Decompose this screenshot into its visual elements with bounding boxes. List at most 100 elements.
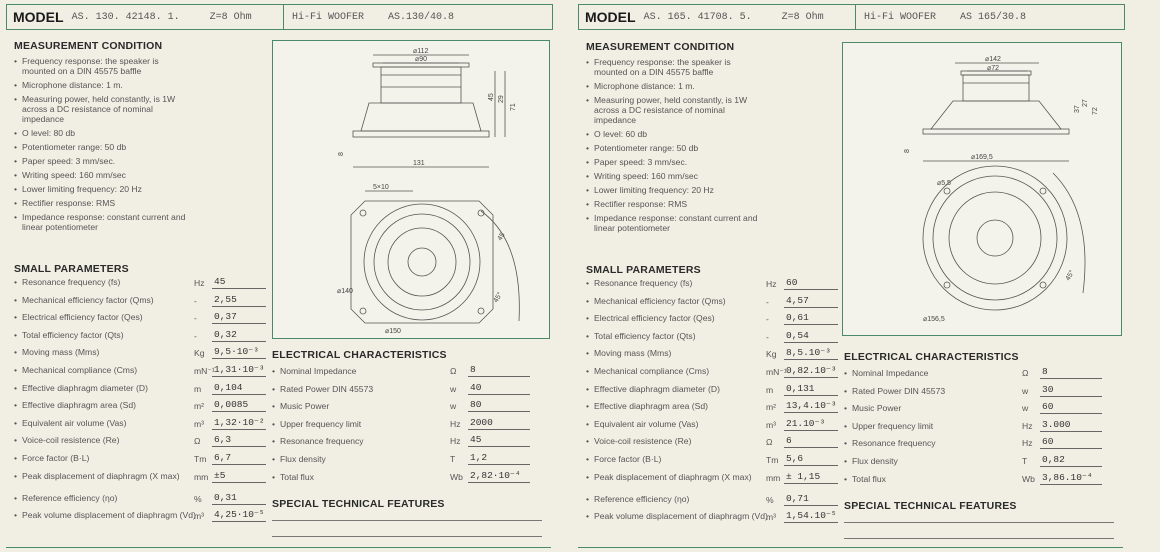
param-value: 4,25·10⁻⁵ (212, 509, 266, 523)
elec-value: 3.000 (1040, 419, 1102, 432)
model-type: Hi-Fi WOOFER AS.130/40.8 (292, 11, 455, 23)
measurement-item: O level: 80 db (14, 128, 194, 138)
elec-value: 45 (468, 434, 530, 448)
model-type: Hi-Fi WOOFER AS 165/30.8 (864, 11, 1027, 23)
param-label: Moving mass (Mms) (14, 348, 202, 358)
param-value: 21.10⁻³ (784, 418, 838, 431)
elec-value: 8 (468, 364, 530, 377)
param-unit: Hz (766, 279, 777, 289)
elec-label: Resonance frequency (272, 436, 455, 446)
param-row: Total efficiency factor (Qts)-0,32 (14, 329, 274, 347)
dimension-label: 8 (338, 152, 345, 156)
param-value: 0,71 (784, 493, 838, 506)
elec-value: 2,82·10⁻⁴ (468, 470, 530, 483)
param-label: Effective diaphragm diameter (D) (586, 384, 774, 394)
elec-list: Nominal ImpedanceΩ8Rated Power DIN 45573… (272, 364, 542, 487)
param-unit: mN⁻¹ (766, 366, 787, 377)
small-params-title: SMALL PARAMETERS (14, 263, 129, 275)
elec-label: Nominal Impedance (844, 368, 1027, 378)
spec-sheet-left: MODEL AS. 130. 42148. 1. Z=8 Ohm Hi-Fi W… (6, 0, 556, 551)
elec-value: 2000 (468, 417, 530, 430)
param-unit: Kg (766, 349, 777, 360)
dimension-label: ⌀150 (385, 328, 401, 335)
param-label: Electrical efficiency factor (Qes) (14, 313, 202, 323)
header-divider (282, 5, 284, 29)
model-label: MODEL (585, 9, 636, 25)
measurement-item: Microphone distance: 1 m. (586, 81, 766, 91)
elec-list: Nominal ImpedanceΩ8Rated Power DIN 45573… (844, 366, 1114, 489)
param-value: 0,61 (784, 312, 838, 326)
param-row: Peak displacement of diaphragm (X max)mm… (14, 470, 274, 492)
dimension-label: 71 (510, 103, 517, 111)
basket (930, 100, 1062, 130)
elec-title: ELECTRICAL CHARACTERISTICS (844, 351, 1019, 363)
measurement-item: Writing speed: 160 mm/sec (14, 170, 194, 180)
param-unit: m² (766, 402, 777, 413)
param-row: Mechanical compliance (Cms)mN⁻¹0,82.10⁻³ (586, 365, 846, 383)
elec-value: 3,86.10⁻⁴ (1040, 472, 1102, 485)
elec-label: Nominal Impedance (272, 366, 455, 376)
param-value: 6,3 (212, 434, 266, 448)
elec-label: Flux density (272, 454, 455, 464)
elec-label: Music Power (844, 403, 1027, 413)
measurement-item: Microphone distance: 1 m. (14, 80, 194, 90)
param-unit: m³ (194, 511, 205, 522)
mount-hole (943, 187, 951, 195)
param-unit: - (194, 313, 197, 324)
elec-value: 60 (1040, 436, 1102, 450)
param-unit: Hz (194, 278, 205, 288)
param-label: Effective diaphragm area (Sd) (586, 402, 774, 412)
elec-unit: w (450, 401, 457, 412)
special-title: SPECIAL TECHNICAL FEATURES (272, 498, 445, 510)
model-header: MODEL AS. 130. 42148. 1. Z=8 Ohm Hi-Fi W… (6, 4, 553, 30)
param-unit: m³ (194, 418, 205, 429)
dimension-label: 8 (904, 149, 911, 153)
small-params-list: Resonance frequency (fs)Hz60Mechanical e… (586, 277, 846, 532)
param-label: Effective diaphragm diameter (D) (14, 383, 202, 393)
bottom-border (6, 547, 551, 552)
measurement-item: Frequency response: the speaker is mount… (586, 57, 766, 77)
measurement-item: Potentiometer range: 50 db (14, 142, 194, 152)
dust-cap (407, 247, 437, 277)
elec-unit: Hz (450, 418, 461, 429)
elec-value: 0,82 (1040, 454, 1102, 467)
param-row: Effective diaphragm diameter (D)m0,131 (586, 383, 846, 401)
param-unit: Tm (194, 453, 207, 464)
elec-unit: w (1022, 403, 1029, 414)
dimension-label: 45° (492, 291, 504, 304)
elec-label: Upper frequency limit (272, 419, 455, 429)
param-unit: Ω (194, 436, 201, 447)
elec-value: 8 (1040, 366, 1102, 379)
param-unit: % (194, 493, 202, 504)
dimension-label: ⌀72 (987, 65, 999, 72)
dimension-label: ⌀112 (413, 48, 428, 55)
special-line (844, 522, 1114, 523)
param-value: 4,57 (784, 295, 838, 308)
measurement-item: Rectifier response: RMS (586, 199, 766, 209)
param-unit: Kg (194, 348, 205, 359)
param-row: Effective diaphragm diameter (D)m0,104 (14, 382, 274, 400)
elec-title: ELECTRICAL CHARACTERISTICS (272, 349, 447, 361)
param-row: Total efficiency factor (Qts)-0,54 (586, 330, 846, 348)
flange (352, 130, 490, 138)
param-unit: m³ (766, 419, 777, 430)
side-frame (372, 62, 470, 68)
dimension-label: ⌀5,5 (937, 180, 951, 187)
elec-value: 1,2 (468, 452, 530, 465)
param-unit: mm (766, 472, 781, 483)
param-unit: - (766, 331, 769, 342)
elec-unit: Hz (450, 436, 461, 447)
elec-label: Music Power (272, 401, 455, 411)
param-value: 0,0085 (212, 399, 266, 413)
